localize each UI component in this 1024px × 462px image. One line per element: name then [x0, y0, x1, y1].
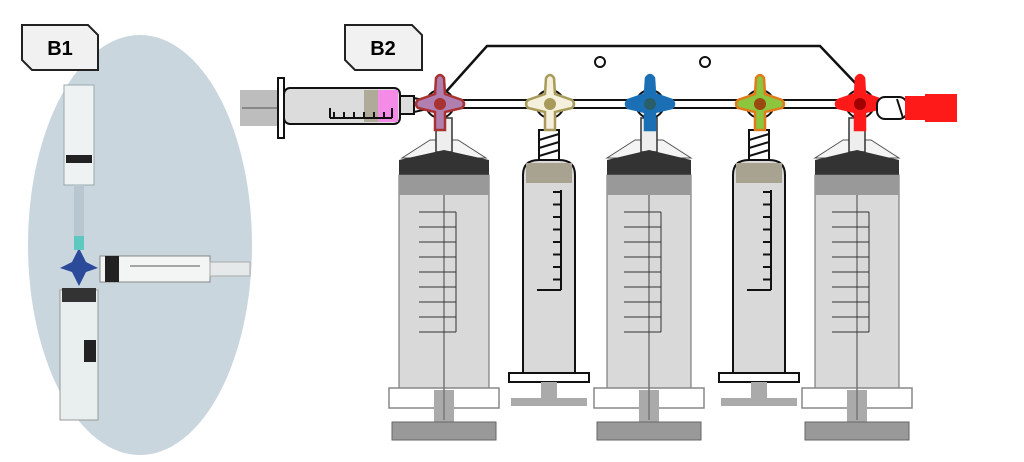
red-cap-grip: [925, 94, 957, 122]
end-cap: [876, 94, 957, 122]
stopcock-hub: [644, 98, 656, 110]
stopcock-hub: [434, 98, 446, 110]
frame-hole: [594, 56, 606, 68]
frame-hole: [699, 56, 711, 68]
stopcock-4[interactable]: [734, 73, 786, 132]
collection-syringe: [801, 117, 913, 441]
collection-syringe: [718, 129, 800, 406]
b2-label-box: B2: [344, 24, 423, 71]
stopcock-hub: [854, 98, 866, 110]
horizontal-syringe-photo: [99, 255, 251, 283]
collection-syringe: [388, 117, 500, 441]
collection-syringe: [593, 117, 705, 441]
b2-label: B2: [370, 38, 396, 60]
stopcock-hub: [544, 98, 556, 110]
collection-syringe: [508, 129, 590, 406]
stopcock-hub: [754, 98, 766, 110]
vertical-syringe-bottom: [59, 288, 99, 421]
manifold-frame: [443, 44, 861, 95]
stopcock-2[interactable]: [524, 73, 576, 132]
b1-photo: [28, 35, 252, 455]
stopcock-3[interactable]: [624, 73, 676, 132]
b1-label-box: B1: [21, 24, 99, 71]
b1-label: B1: [47, 38, 73, 60]
vertical-syringe-top: [63, 84, 95, 245]
injection-syringe: [240, 77, 433, 139]
blue-stopcock-photo: [60, 236, 98, 286]
stopcock-1[interactable]: [414, 73, 466, 132]
